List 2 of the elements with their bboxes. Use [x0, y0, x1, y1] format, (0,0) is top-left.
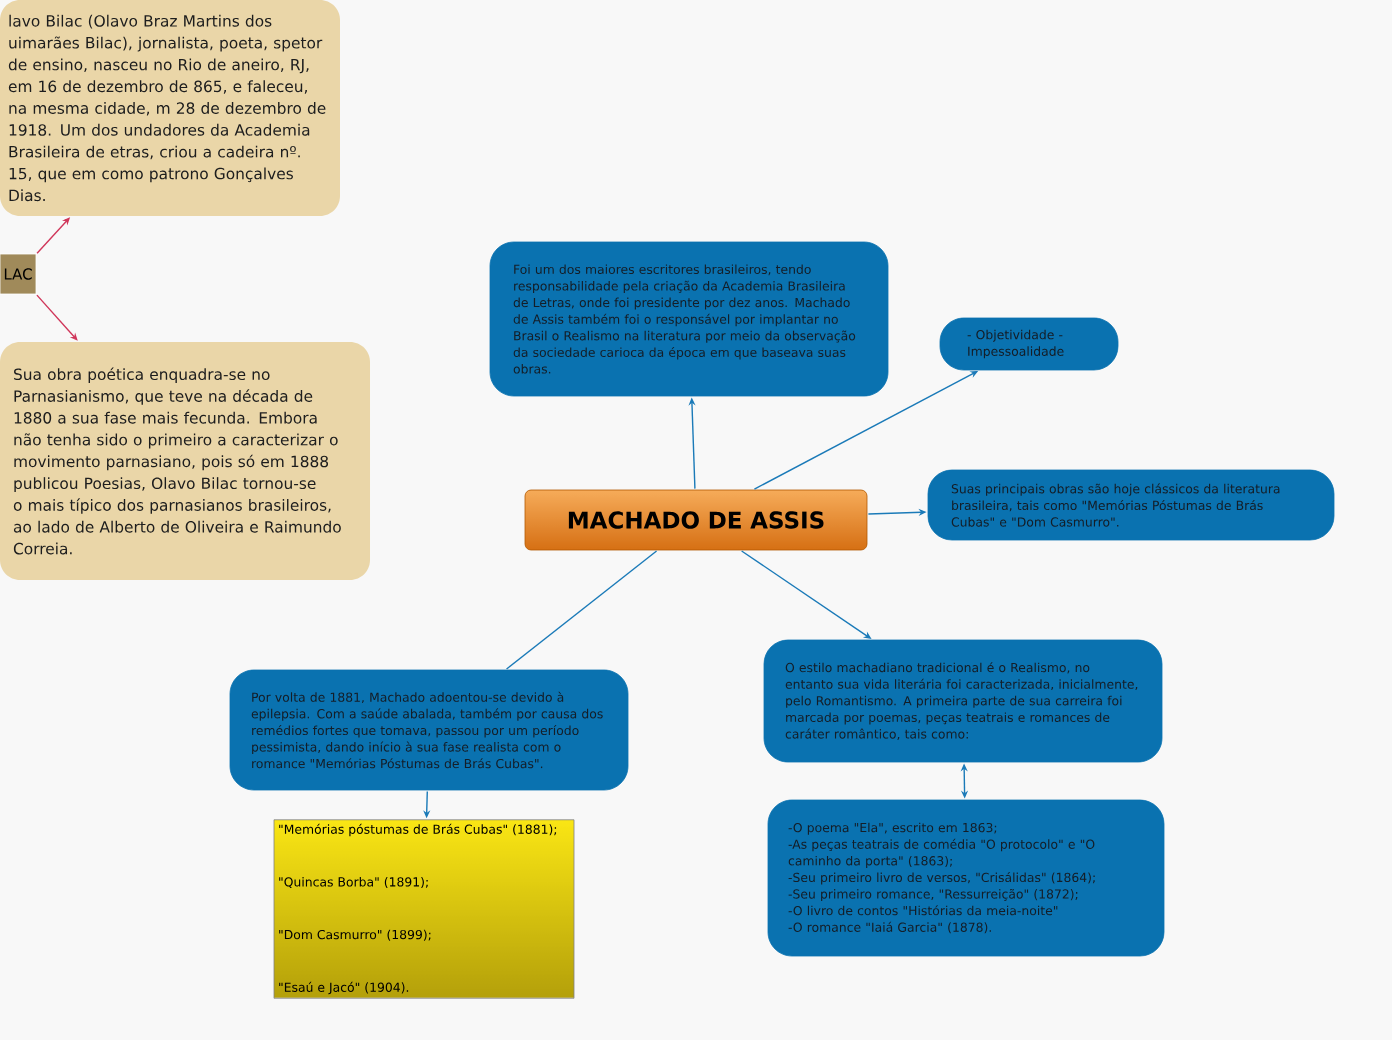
topic-box: MACHADO DE ASSIS — [524, 489, 868, 551]
arrow — [36, 294, 78, 341]
